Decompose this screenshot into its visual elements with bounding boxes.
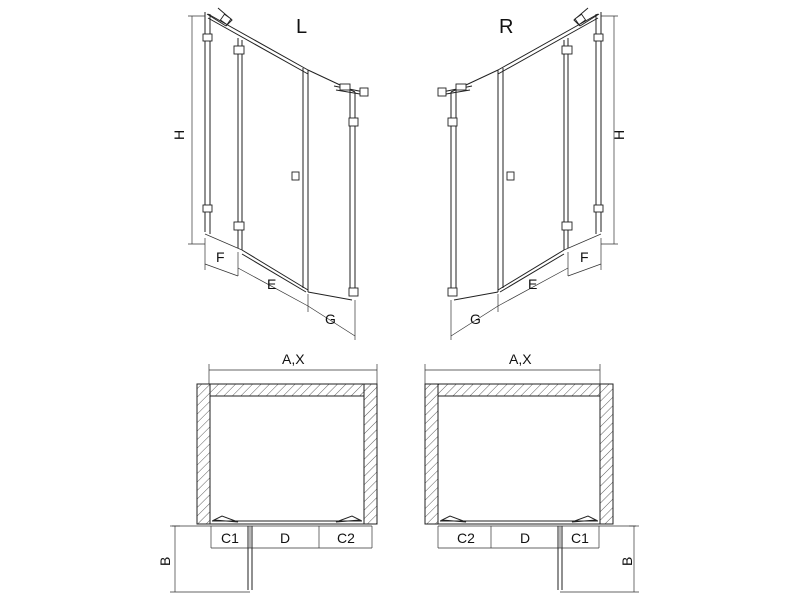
right-dim-d-label: D <box>520 530 530 546</box>
left-dim-b-label: B <box>157 557 173 566</box>
right-dim-b-label: B <box>619 557 635 566</box>
left-dim-h-label: H <box>171 130 187 140</box>
right-dim-f-label: F <box>580 249 589 265</box>
left-view-label: L <box>296 16 307 38</box>
left-dim-ax-label: A,X <box>282 351 305 367</box>
right-dim-e-label: E <box>528 276 537 292</box>
left-dim-g-label: G <box>325 311 336 327</box>
right-iso-view <box>437 7 618 340</box>
right-plan-view <box>424 364 639 593</box>
right-view-label: R <box>499 16 513 38</box>
left-dim-c1-label: C1 <box>221 530 239 546</box>
right-dim-h-label: H <box>611 130 627 140</box>
left-plan-view <box>170 364 378 593</box>
right-dim-ax-label: A,X <box>509 351 532 367</box>
right-dim-g-label: G <box>470 311 481 327</box>
left-dim-e-label: E <box>267 276 276 292</box>
left-dim-f-label: F <box>216 249 225 265</box>
left-dim-d-label: D <box>280 530 290 546</box>
left-iso-view <box>188 7 369 340</box>
left-dim-c2-label: C2 <box>337 530 355 546</box>
right-dim-c2-label: C2 <box>457 530 475 546</box>
right-dim-c1-label: C1 <box>571 530 589 546</box>
